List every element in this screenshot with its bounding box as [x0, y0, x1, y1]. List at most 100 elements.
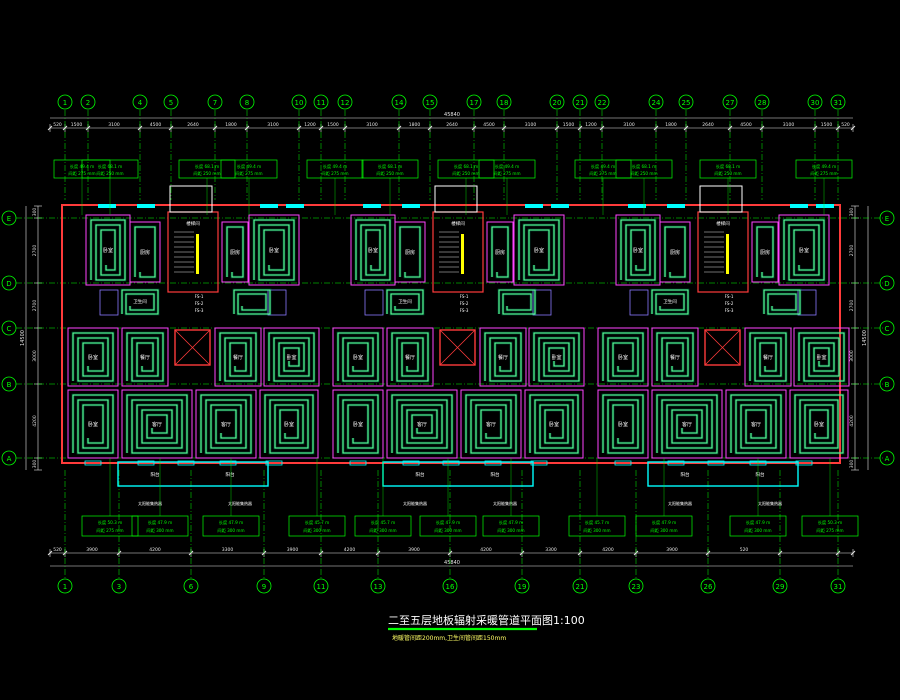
- manifold-tag: FS-2: [725, 301, 734, 306]
- solar-label: 太阳能集热器: [228, 500, 252, 506]
- axis-bubble-top: [57, 94, 73, 110]
- loop-label-length: 长度 47.9 m: [499, 519, 523, 526]
- dim-label: 1800: [225, 122, 237, 128]
- room-label: 餐厅: [498, 354, 508, 361]
- room-label: 卧室: [286, 354, 296, 361]
- axis-bubble-right: [879, 450, 895, 466]
- heating-loop-core: [783, 219, 825, 281]
- loop-label-length: 长度 50.3 m: [818, 519, 842, 526]
- room-south-3: [195, 389, 257, 459]
- dim-slash: [244, 125, 250, 131]
- solar-label: 太阳能集热器: [493, 500, 517, 506]
- loop-label-spacing: 间距 300 mm: [434, 527, 461, 534]
- manifold-tag: FS-3: [195, 308, 204, 313]
- window-north: [363, 204, 381, 208]
- window-south: [442, 460, 460, 466]
- loop-label-spacing: 间距 275 mm: [589, 170, 616, 177]
- dim-slash: [137, 125, 143, 131]
- room-south-4: [259, 389, 319, 459]
- dim-label: 1500: [327, 122, 339, 128]
- loop-label-spacing: 间距 300 mm: [217, 527, 244, 534]
- manifold-tag: FS-1: [460, 294, 469, 299]
- heating-loop-core: [763, 289, 801, 315]
- axis-label-top: 18: [500, 99, 509, 107]
- dim-label: 520: [53, 547, 62, 553]
- room-label: 厨房: [670, 249, 680, 256]
- window-south: [137, 460, 155, 466]
- axis-bubble-bottom: [111, 578, 127, 594]
- window-north: [628, 204, 646, 208]
- dim-label: 520: [740, 547, 749, 553]
- axis-label-top: 5: [169, 99, 173, 107]
- loop-label-length: 长度 68.1 m: [716, 163, 740, 170]
- dim-label: 3100: [623, 122, 635, 128]
- room-mid-left2: [651, 327, 699, 387]
- dim-label: 3100: [366, 122, 378, 128]
- heating-loop-core: [602, 332, 644, 382]
- heating-loop-core: [72, 332, 114, 382]
- heating-loop-core: [656, 332, 694, 382]
- stair-label: 楼梯间: [451, 220, 465, 227]
- heating-loop-core: [491, 226, 509, 278]
- room-label: 卧室: [269, 247, 279, 254]
- dim-slash: [85, 125, 91, 131]
- loop-label-length: 长度 45.7 m: [371, 519, 395, 526]
- axis-bubble-bottom: [313, 578, 329, 594]
- room-mid-right: [528, 327, 585, 387]
- balcony-label: 阳台: [226, 471, 235, 478]
- dim-label: 4500: [483, 122, 495, 128]
- heating-loop-core: [756, 226, 774, 278]
- manifold-tag: FS-2: [460, 301, 469, 306]
- stair-label: 楼梯间: [716, 220, 730, 227]
- heating-loop-core: [484, 332, 522, 382]
- room-label: 卧室: [814, 421, 824, 428]
- drawing-title-text: 二至五层地板辐射采暖管道平面图: [388, 613, 553, 627]
- dim-label-left: 300: [32, 460, 38, 469]
- heating-loop-core: [465, 394, 517, 454]
- axis-label-top: 20: [553, 99, 562, 107]
- axis-bubble-left: [1, 210, 17, 226]
- heating-loop-core: [656, 394, 718, 454]
- loop-label-spacing: 间距 300 mm: [369, 527, 396, 534]
- heating-loop-core: [200, 394, 252, 454]
- window-north: [525, 204, 543, 208]
- heating-loop-core: [233, 289, 271, 315]
- axis-bubble-top: [830, 94, 846, 110]
- roof-hatch: [434, 185, 478, 213]
- room-mid-left: [67, 327, 119, 387]
- loop-label-length: 长度 50.3 m: [98, 519, 122, 526]
- axis-bubble-top: [807, 94, 823, 110]
- axis-bubble-bottom: [628, 578, 644, 594]
- heating-loop-core: [253, 219, 295, 281]
- window-south: [402, 460, 420, 466]
- axis-bubble-bottom: [830, 578, 846, 594]
- heating-loop-core: [391, 332, 429, 382]
- axis-label-top: 24: [652, 99, 661, 107]
- heating-loop-core: [602, 394, 644, 454]
- window-north: [667, 204, 685, 208]
- dim-slash: [653, 125, 659, 131]
- dim-slash: [554, 125, 560, 131]
- axis-label-top: 10: [295, 99, 304, 107]
- dim-slash: [850, 125, 856, 131]
- axis-bubble-bottom: [370, 578, 386, 594]
- manifold-tag: FS-1: [195, 294, 204, 299]
- axis-bubble-right: [879, 210, 895, 226]
- axis-label-top: 21: [576, 99, 585, 107]
- heating-loop-core: [126, 394, 188, 454]
- dim-slash: [850, 550, 856, 556]
- dim-slash: [727, 125, 733, 131]
- axis-label-top: 31: [834, 99, 843, 107]
- room-kitchen-left: [129, 221, 161, 283]
- window-south: [484, 460, 502, 466]
- room-label: 餐厅: [405, 354, 415, 361]
- loop-label-spacing: 间距 250 mm: [452, 170, 479, 177]
- axis-label-right: A: [885, 455, 890, 463]
- loop-label-spacing: 间距 300 mm: [303, 527, 330, 534]
- heating-loop-core: [798, 332, 845, 382]
- elevator-x: [174, 329, 211, 366]
- heating-loop-core: [219, 332, 257, 382]
- solar-label: 太阳能集热器: [668, 500, 692, 506]
- axis-bubble-top: [163, 94, 179, 110]
